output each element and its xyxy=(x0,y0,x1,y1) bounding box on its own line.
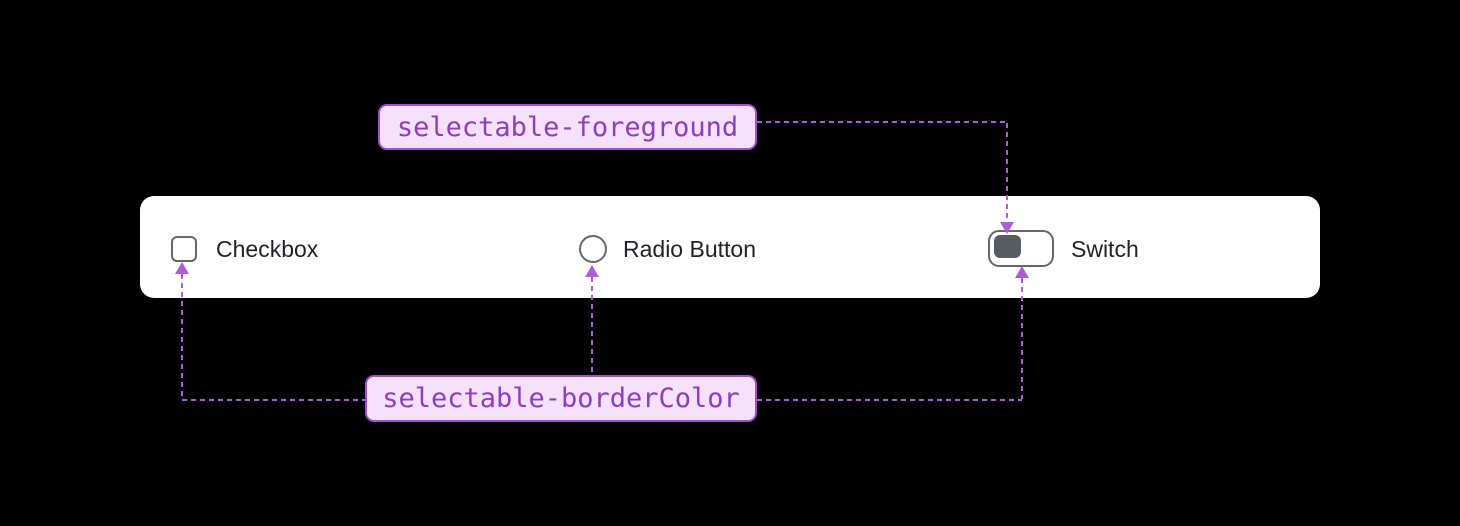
connector-foreground-vertical xyxy=(1006,123,1008,222)
connector-bordercolor-right-horizontal xyxy=(757,399,1022,401)
connector-bordercolor-middle-vertical xyxy=(591,277,593,375)
connector-foreground-horizontal xyxy=(757,121,1006,123)
connector-bordercolor-left-horizontal xyxy=(182,399,365,401)
token-chip-selectable-borderColor: selectable-borderColor xyxy=(365,375,757,422)
arrowhead-bordercolor-to-switch xyxy=(1015,266,1029,278)
switch-label: Switch xyxy=(1071,236,1139,262)
checkbox[interactable] xyxy=(171,236,197,262)
connector-bordercolor-left-vertical xyxy=(181,274,183,400)
checkbox-label: Checkbox xyxy=(216,236,319,262)
switch-thumb xyxy=(994,235,1021,258)
arrowhead-foreground-to-switch-thumb xyxy=(1000,222,1014,234)
radio-button[interactable] xyxy=(579,235,607,263)
connector-bordercolor-right-vertical xyxy=(1021,278,1023,399)
switch[interactable] xyxy=(988,230,1054,267)
arrowhead-bordercolor-to-radio xyxy=(585,265,599,277)
token-chip-selectable-foreground: selectable-foreground xyxy=(378,104,757,150)
controls-card xyxy=(140,196,1320,298)
radio-button-label: Radio Button xyxy=(623,236,756,262)
arrowhead-bordercolor-to-checkbox xyxy=(175,262,189,274)
